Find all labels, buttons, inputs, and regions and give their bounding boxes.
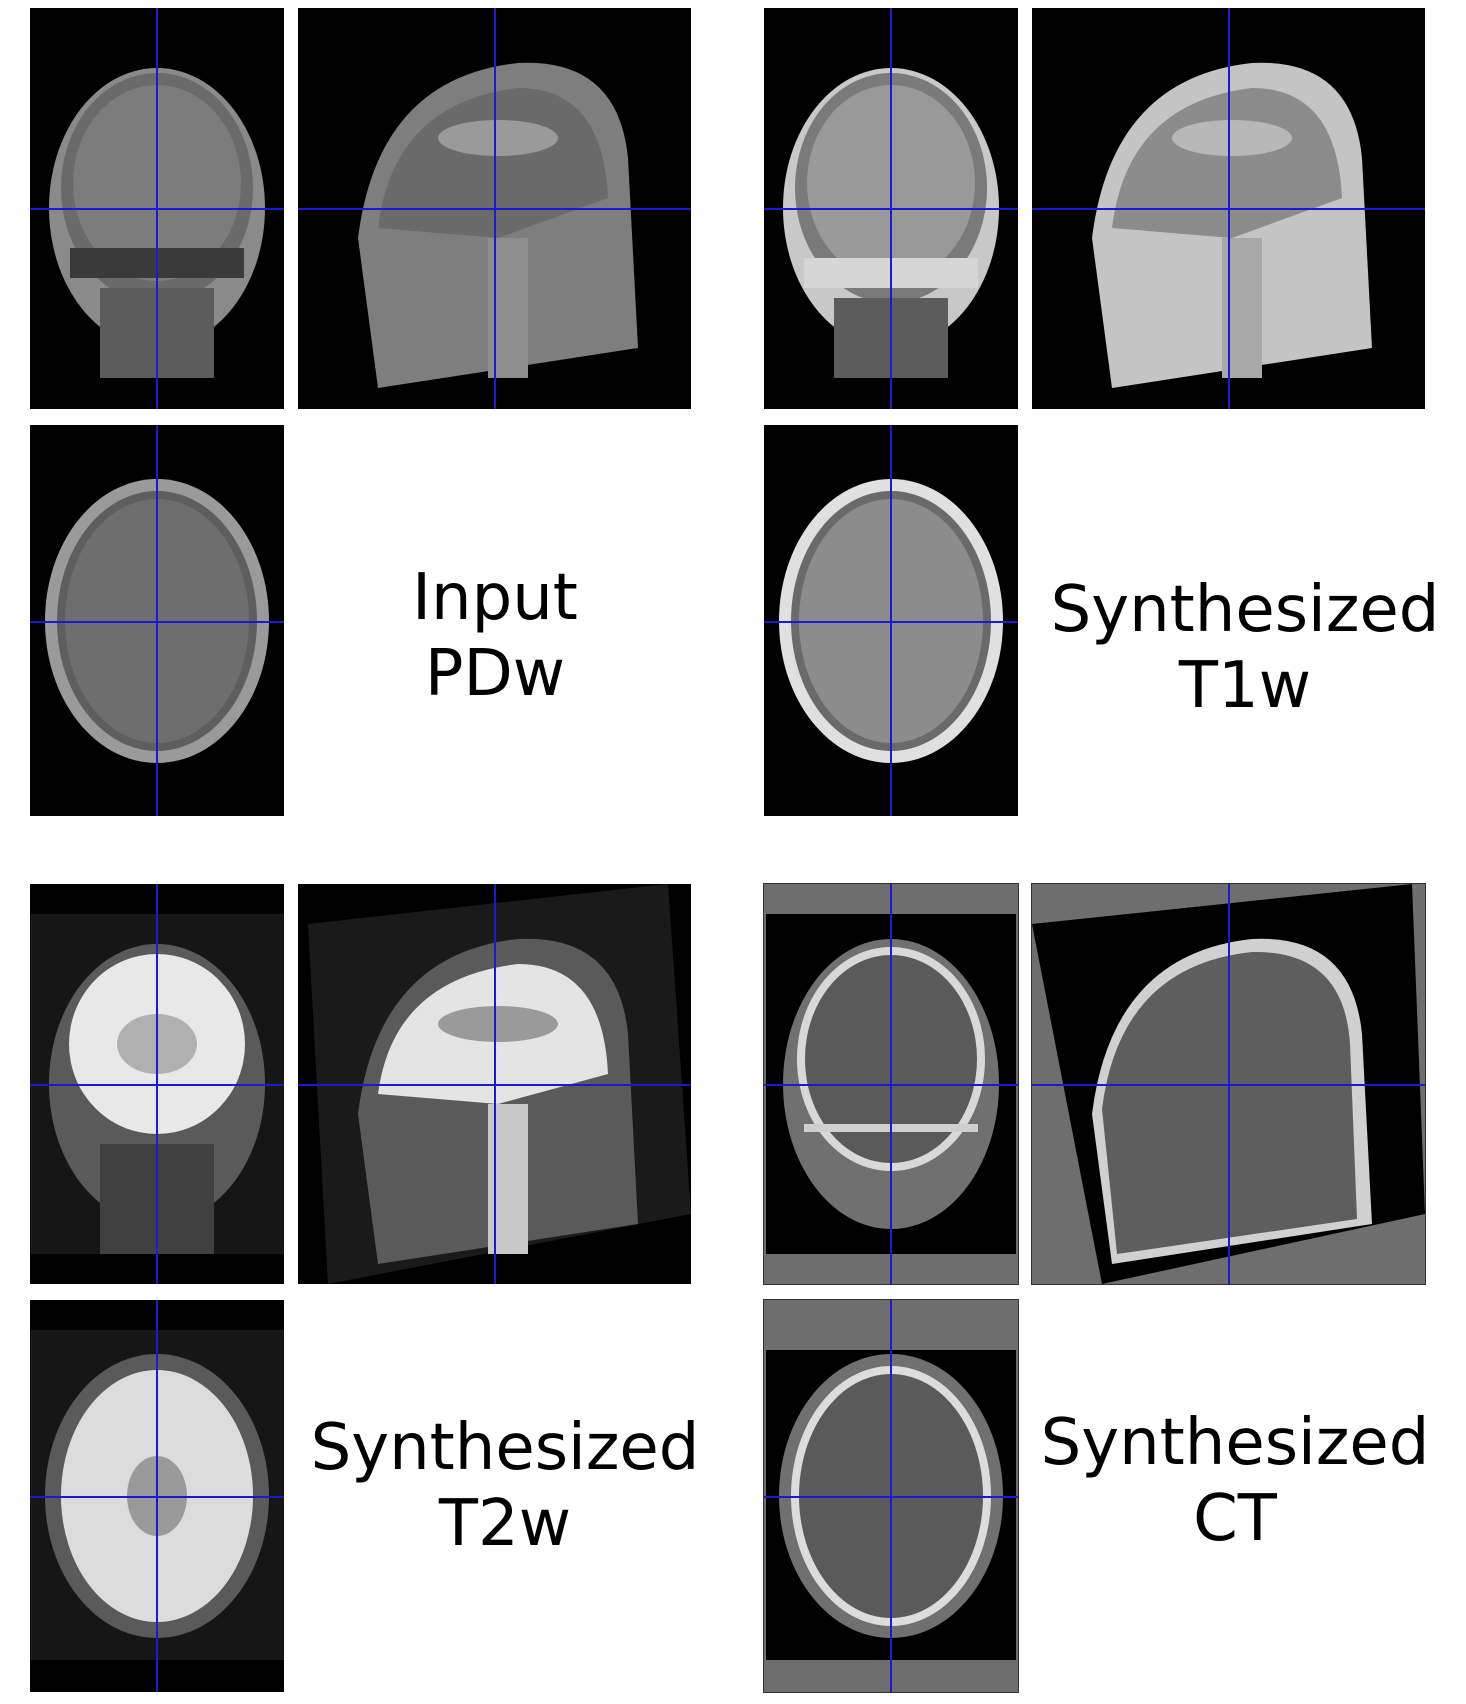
t1w-sagittal-view: [1032, 8, 1425, 409]
crosshair-horizontal: [764, 1084, 1018, 1086]
crosshair-horizontal: [764, 621, 1018, 623]
pdw-label-line1: Input: [412, 561, 578, 635]
crosshair-horizontal: [30, 621, 284, 623]
t2w-label-line2: T2w: [438, 1487, 572, 1561]
crosshair-horizontal: [1032, 1084, 1425, 1086]
crosshair-horizontal: [30, 1084, 284, 1086]
crosshair-horizontal: [764, 1496, 1018, 1498]
crosshair-horizontal: [30, 1496, 284, 1498]
pdw-axial-view: [30, 425, 284, 816]
t2w-sagittal-image: [308, 884, 691, 1284]
crosshair-horizontal: [1032, 208, 1425, 210]
ct-label-line2: CT: [1193, 1482, 1277, 1556]
t1w-label: Synthesized T1w: [1040, 572, 1450, 724]
t1w-label-line2: T1w: [1178, 649, 1312, 723]
t1w-axial-view: [764, 425, 1018, 816]
t1w-sagittal-image: [1092, 62, 1372, 389]
pdw-label: Input PDw: [330, 560, 660, 712]
t2w-sagittal-view: [298, 884, 691, 1284]
t2w-label-line1: Synthesized: [310, 1411, 700, 1485]
ct-sagittal-view: [1031, 883, 1426, 1285]
t2w-axial-view: [30, 1300, 284, 1692]
crosshair-horizontal: [764, 208, 1018, 210]
crosshair-horizontal: [298, 208, 691, 210]
crosshair-vertical: [156, 425, 158, 816]
crosshair-vertical: [890, 425, 892, 816]
crosshair-horizontal: [30, 208, 284, 210]
pdw-coronal-image: [49, 68, 265, 378]
pdw-sagittal-view: [298, 8, 691, 409]
ct-label-line1: Synthesized: [1040, 1406, 1430, 1480]
crosshair-horizontal: [298, 1084, 691, 1086]
ct-label: Synthesized CT: [1030, 1405, 1440, 1557]
ct-coronal-view: [763, 883, 1019, 1285]
t1w-label-line1: Synthesized: [1050, 573, 1440, 647]
pdw-coronal-view: [30, 8, 284, 409]
pdw-label-line2: PDw: [424, 637, 566, 711]
t1w-coronal-view: [764, 8, 1018, 409]
ct-axial-view: [763, 1299, 1019, 1693]
pdw-sagittal-image: [358, 62, 638, 389]
t2w-label: Synthesized T2w: [300, 1410, 710, 1562]
t2w-coronal-view: [30, 884, 284, 1284]
